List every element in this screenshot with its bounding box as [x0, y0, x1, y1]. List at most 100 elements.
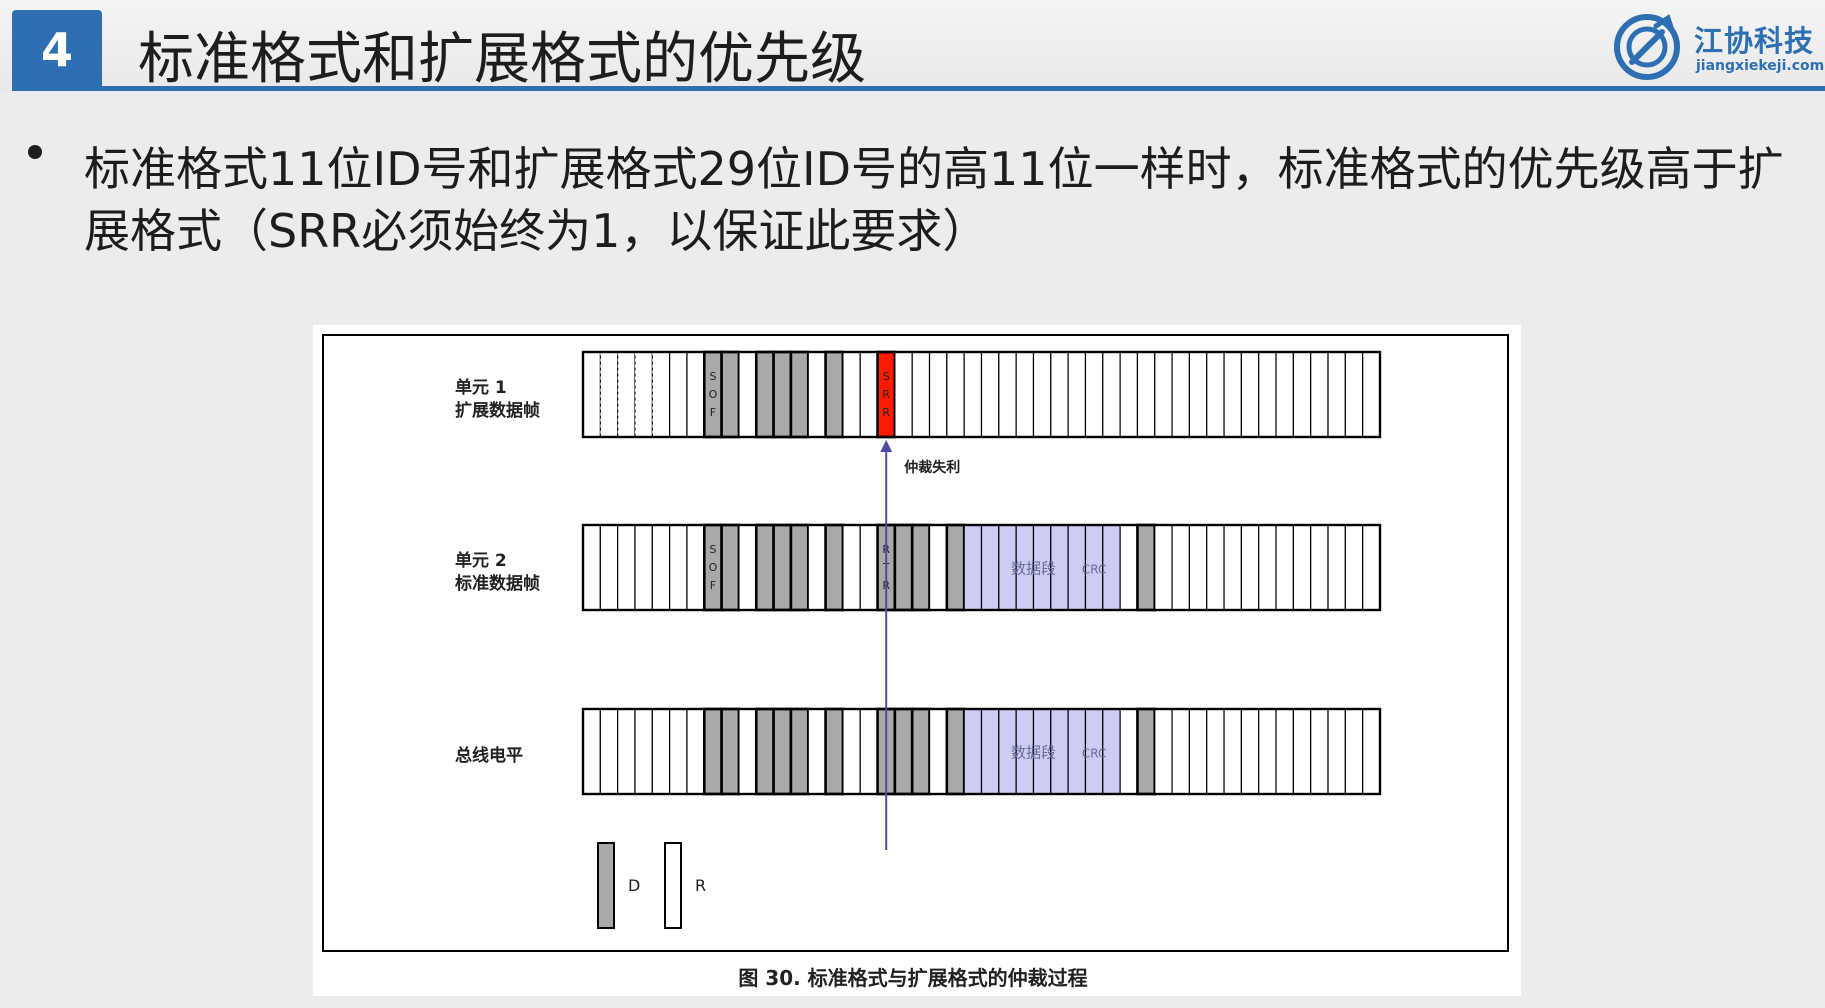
recessive-bit	[1292, 524, 1312, 611]
dominant-bit	[772, 350, 793, 439]
legend-dominant-swatch	[597, 842, 615, 929]
recessive-bit	[1119, 351, 1139, 438]
data-field-label: 数据段	[1011, 744, 1056, 762]
frame-outline	[581, 707, 1382, 796]
recessive-bit	[1258, 524, 1277, 611]
recessive-bit	[928, 524, 948, 611]
recessive-bit	[1223, 708, 1242, 795]
recessive-bit	[617, 708, 636, 795]
dominant-bit	[945, 523, 966, 612]
recessive-bit	[1240, 524, 1260, 611]
dominant-bit	[720, 707, 741, 796]
recessive-bit	[1188, 524, 1208, 611]
dominant-bit	[772, 523, 793, 612]
recessive-bit	[842, 351, 861, 438]
data-bit	[963, 524, 983, 611]
recessive-bit	[582, 708, 601, 795]
recessive-bit	[617, 351, 636, 438]
recessive-bit	[1188, 351, 1208, 438]
frame-outline	[581, 350, 1382, 439]
recessive-bit	[669, 524, 688, 611]
recessive-bit	[1310, 708, 1329, 795]
header-divider	[12, 86, 1825, 91]
recessive-bit	[998, 351, 1017, 438]
recessive-bit	[807, 351, 827, 438]
recessive-bit	[1154, 708, 1173, 795]
recessive-bit	[599, 524, 619, 611]
dominant-bit	[702, 707, 723, 796]
recessive-bit	[1171, 351, 1191, 438]
dominant-bit	[789, 523, 810, 612]
recessive-bit	[1206, 351, 1225, 438]
recessive-bit	[1362, 524, 1381, 611]
legend-recessive-swatch	[664, 842, 682, 929]
recessive-bit	[738, 351, 757, 438]
logo-icon	[1614, 14, 1680, 80]
recessive-bit	[1119, 708, 1139, 795]
recessive-bit	[1206, 524, 1225, 611]
recessive-bit	[980, 351, 1000, 438]
logo-name: 江协科技	[1694, 24, 1815, 58]
recessive-bit	[582, 351, 601, 438]
recessive-bit	[651, 351, 671, 438]
recessive-bit	[1327, 524, 1346, 611]
dominant-bit	[1136, 707, 1157, 796]
recessive-bit	[1171, 524, 1191, 611]
data-bit	[963, 708, 983, 795]
recessive-bit	[669, 708, 688, 795]
section-number-badge: 4	[12, 10, 102, 90]
dominant-bit	[789, 707, 810, 796]
frame-outline	[581, 523, 1382, 612]
dominant-bit	[893, 523, 914, 612]
dominant-bit	[754, 707, 775, 796]
recessive-bit	[928, 708, 948, 795]
bullet-text: 标准格式11位ID号和扩展格式29位ID号的高11位一样时，标准格式的优先级高于…	[84, 142, 1784, 258]
recessive-bit	[1188, 708, 1208, 795]
recessive-bit	[651, 708, 671, 795]
recessive-bit	[1206, 708, 1225, 795]
recessive-bit	[911, 351, 931, 438]
recessive-bit	[1275, 524, 1294, 611]
arbitration-lost-label: 仲裁失利	[904, 459, 960, 476]
recessive-bit	[634, 351, 653, 438]
recessive-bit	[1258, 708, 1277, 795]
recessive-bit	[1084, 351, 1104, 438]
recessive-bit	[1119, 524, 1139, 611]
dominant-bit	[754, 523, 775, 612]
dominant-bit	[772, 707, 793, 796]
dominant-bit	[910, 707, 931, 796]
recessive-bit	[1344, 351, 1364, 438]
row-label-line1: 单元 2	[455, 550, 507, 571]
dominant-bit	[824, 523, 845, 612]
recessive-bit	[1154, 351, 1173, 438]
dominant-bit	[824, 707, 845, 796]
recessive-bit	[1275, 708, 1294, 795]
arrow-head-icon	[880, 440, 893, 452]
dominant-bit	[1136, 523, 1157, 612]
recessive-bit	[928, 351, 948, 438]
recessive-bit	[894, 351, 913, 438]
row-label-line2: 标准数据帧	[455, 573, 540, 594]
recessive-bit	[1136, 351, 1156, 438]
row-label-line2: 扩展数据帧	[455, 400, 540, 421]
logo-url: jiangxiekeji.com	[1696, 58, 1825, 74]
row-label-line1: 单元 1	[455, 377, 507, 398]
data-bit	[980, 708, 1000, 795]
recessive-bit	[669, 351, 688, 438]
recessive-bit	[1050, 351, 1069, 438]
dominant-bit	[754, 350, 775, 439]
recessive-bit	[1154, 524, 1173, 611]
recessive-bit	[842, 524, 861, 611]
legend-dominant-label: D	[628, 876, 640, 895]
recessive-bit	[617, 524, 636, 611]
recessive-bit	[1015, 351, 1035, 438]
recessive-bit	[807, 708, 827, 795]
slide-title: 标准格式和扩展格式的优先级	[138, 27, 866, 92]
recessive-bit	[582, 524, 601, 611]
